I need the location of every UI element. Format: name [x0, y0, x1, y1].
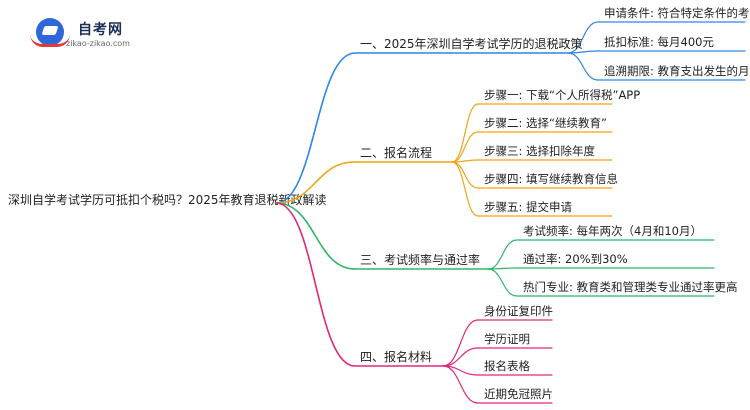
root-topic: 深圳自学考试学历可抵扣个税吗？2025年教育退税新政解读 — [8, 193, 327, 207]
leaf-label: 步骤一: 下载“个人所得税”APP — [484, 88, 641, 102]
branch-3-connectors — [275, 202, 715, 297]
swoosh-icon — [30, 34, 70, 47]
logo-title: 自考网 — [78, 22, 123, 38]
leaf-connector — [487, 239, 518, 270]
leaf-label: 学历证明 — [484, 332, 530, 346]
leaf-label: 步骤二: 选择“继续教育” — [484, 116, 607, 130]
leaf-label: 抵扣标准: 每月400元 — [604, 35, 714, 49]
leaf-connector — [451, 161, 479, 189]
leaf-connector — [442, 347, 479, 367]
leaf-label: 报名表格 — [484, 359, 530, 373]
leaf-label: 步骤三: 选择扣除年度 — [484, 144, 596, 158]
branch-label-1: 一、2025年深圳自学考试学历的退税政策 — [360, 37, 583, 51]
leaf-connector — [567, 52, 599, 81]
leaf-label: 步骤五: 提交申请 — [484, 200, 573, 214]
root-connector-3 — [275, 202, 356, 270]
leaf-label: 通过率: 20%到30% — [523, 252, 628, 266]
leaf-connector — [451, 131, 479, 163]
leaf-connector — [487, 268, 518, 297]
logo-url: zikao-zikao.com — [66, 39, 130, 48]
leaf-connector — [442, 319, 479, 367]
leaf-label: 身份证复印件 — [484, 304, 553, 318]
leaf-connector — [451, 161, 479, 217]
leaf-connector — [567, 21, 599, 54]
leaf-label: 热门专业: 教育类和管理类专业通过率更高 — [523, 280, 738, 294]
branch-2-connectors — [275, 103, 613, 217]
leaf-label: 考试频率: 每年两次（4月和10月） — [523, 224, 702, 238]
leaf-label: 近期免冠照片 — [484, 387, 553, 401]
branch-label-2: 二、报名流程 — [360, 146, 433, 160]
branch-label-3: 三、考试频率与通过率 — [360, 253, 481, 267]
root-connector-4 — [275, 202, 356, 367]
leaf-label: 申请条件: 符合特定条件的考生 — [604, 6, 750, 20]
branch-label-4: 四、报名材料 — [360, 350, 433, 364]
branch-1-connectors — [275, 21, 746, 204]
leaf-connector — [451, 103, 479, 163]
leaf-label: 追溯期限: 教育支出发生的月份 — [604, 64, 750, 78]
root-connector-1 — [275, 52, 356, 204]
branch-4-connectors — [275, 202, 553, 404]
root-connector-2 — [275, 161, 356, 204]
leaf-connector — [442, 365, 479, 404]
leaf-label: 步骤四: 填写继续教育信息 — [484, 172, 619, 186]
